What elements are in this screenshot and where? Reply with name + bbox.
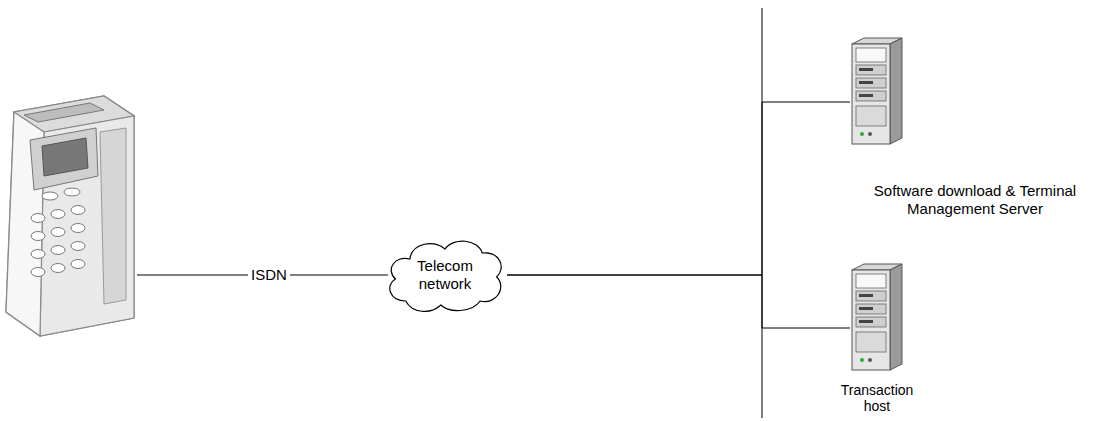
network-cloud: Telecom network (383, 235, 507, 315)
network-link (507, 102, 850, 275)
link-label: ISDN (248, 266, 290, 284)
node-label: Telecom network (405, 257, 485, 293)
node-label: Software download & Terminal Management … (846, 182, 1104, 218)
server-icon (850, 262, 904, 372)
server-node: Transaction host (832, 262, 922, 414)
network-link (507, 275, 850, 328)
server-node: Software download & Terminal Management … (846, 36, 1104, 218)
server-icon (850, 36, 904, 146)
payment-terminal (6, 96, 134, 336)
node-label: Transaction host (832, 382, 922, 414)
